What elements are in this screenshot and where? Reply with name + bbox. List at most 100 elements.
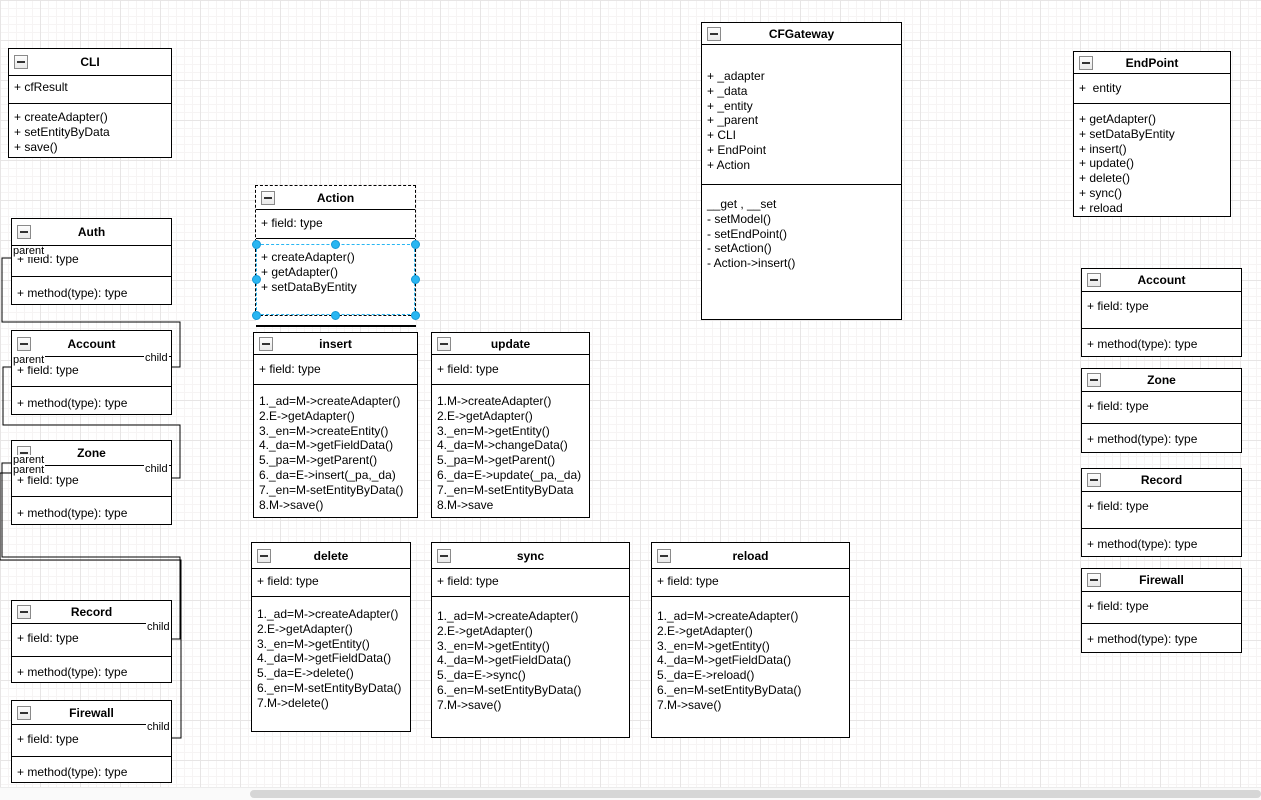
edge-label-parent[interactable]: parent [12, 245, 46, 257]
edge-label-child[interactable]: child [144, 352, 169, 364]
method-item[interactable]: + delete() [1079, 171, 1131, 186]
method-item[interactable]: 5._da=E->sync() [437, 668, 526, 683]
method-item[interactable]: + method(type): type [17, 765, 128, 779]
class-node-cfgateway[interactable]: CFGateway+ _adapter+ _data+ _entity+ _pa… [701, 22, 902, 320]
method-item[interactable]: + setDataByEntity [1079, 126, 1175, 141]
selection-handle[interactable] [410, 310, 420, 320]
method-item[interactable]: 2.E->getAdapter() [657, 623, 753, 638]
horizontal-scrollbar-thumb[interactable] [250, 790, 1261, 798]
edge-label-child[interactable]: child [144, 463, 169, 475]
method-item[interactable]: 2.E->getAdapter() [437, 408, 533, 423]
method-item[interactable]: 2.E->getAdapter() [257, 621, 353, 636]
class-node-zone-right[interactable]: Zone+ field: type+ method(type): type [1081, 368, 1242, 453]
method-item[interactable]: 8.M->save() [259, 497, 324, 512]
class-node-account-right[interactable]: Account+ field: type+ method(type): type [1081, 268, 1242, 357]
method-item[interactable]: 6._en=M-setEntityByData() [657, 682, 802, 697]
method-item[interactable]: 4._da=M->changeData() [437, 438, 568, 453]
method-item[interactable]: 7._en=M-setEntityByData() [259, 482, 404, 497]
method-item[interactable]: + setDataByEntity [261, 279, 357, 294]
collapse-minus-icon[interactable] [1087, 473, 1101, 487]
attribute-item[interactable]: + EndPoint [707, 142, 767, 157]
method-item[interactable]: 3._en=M->createEntity() [259, 423, 389, 438]
method-item[interactable]: 3._en=M->getEntity() [657, 638, 770, 653]
method-item[interactable]: 4._da=M->getFieldData() [657, 653, 792, 668]
collapse-minus-icon[interactable] [657, 548, 671, 563]
method-item[interactable]: 6._da=E->update(_pa,_da) [437, 467, 582, 482]
method-item[interactable]: 5._da=E->delete() [257, 666, 354, 681]
attribute-item[interactable]: + field: type [17, 252, 79, 266]
method-item[interactable]: 3._en=M->getEntity() [437, 423, 550, 438]
method-item[interactable]: 7.M->save() [657, 697, 722, 712]
class-node-account-left[interactable]: Account+ field: type+ method(type): type [11, 330, 172, 415]
attribute-item[interactable]: + entity [1079, 81, 1122, 95]
method-item[interactable]: + setEntityByData [14, 124, 110, 139]
method-item[interactable]: - setModel() [707, 211, 772, 226]
method-item[interactable]: + getAdapter() [1079, 112, 1157, 126]
collapse-minus-icon[interactable] [1087, 573, 1101, 587]
collapse-minus-icon[interactable] [257, 548, 271, 563]
method-item[interactable]: + update() [1079, 156, 1135, 171]
method-item[interactable]: + method(type): type [17, 665, 128, 679]
method-item[interactable]: - Action->insert() [707, 256, 796, 271]
edge-label-parent[interactable]: parent [12, 354, 46, 366]
method-item[interactable]: 8.M->save [437, 497, 494, 512]
collapse-minus-icon[interactable] [17, 336, 31, 351]
method-item[interactable]: - setEndPoint() [707, 226, 788, 241]
method-item[interactable]: 5._pa=M->getParent() [259, 453, 378, 468]
method-item[interactable]: 2.E->getAdapter() [437, 623, 533, 638]
attribute-item[interactable]: + field: type [1087, 399, 1149, 413]
attribute-item[interactable]: + field: type [657, 574, 719, 588]
attribute-item[interactable]: + _data [707, 83, 748, 98]
method-item[interactable]: 5._da=E->reload() [657, 668, 755, 683]
attribute-item[interactable]: + field: type [259, 362, 321, 376]
method-item[interactable]: + createAdapter() [261, 250, 355, 264]
method-item[interactable]: + method(type): type [1087, 432, 1198, 446]
collapse-minus-icon[interactable] [1079, 55, 1093, 70]
selection-handle[interactable] [331, 310, 340, 320]
edge-label-child[interactable]: child [146, 621, 171, 633]
attribute-item[interactable]: + Action [707, 157, 751, 172]
method-item[interactable]: + getAdapter() [261, 264, 339, 279]
class-node-auth[interactable]: Auth+ field: type+ method(type): type [11, 218, 172, 305]
method-item[interactable]: + insert() [1079, 141, 1127, 156]
class-node-zone-left[interactable]: Zone+ field: type+ method(type): type [11, 440, 172, 525]
method-item[interactable]: + method(type): type [1087, 632, 1198, 646]
edge-label-parent[interactable]: parent [12, 454, 46, 466]
method-item[interactable]: + method(type): type [1087, 337, 1198, 351]
selection-handle[interactable] [251, 310, 261, 320]
method-item[interactable]: + reload [1079, 200, 1123, 215]
method-item[interactable]: 3._en=M->getEntity() [437, 638, 550, 653]
method-item[interactable]: 1.M->createAdapter() [437, 394, 552, 408]
selection-handle[interactable] [410, 239, 420, 249]
method-item[interactable]: 4._da=M->getFieldData() [259, 438, 394, 453]
attribute-item[interactable]: + field: type [261, 216, 323, 230]
class-node-endpoint[interactable]: EndPoint+ entity+ getAdapter()+ setDataB… [1073, 51, 1231, 217]
attribute-item[interactable]: + field: type [257, 574, 319, 588]
method-item[interactable]: + method(type): type [17, 396, 128, 410]
attribute-item[interactable]: + field: type [1087, 499, 1149, 513]
class-node-cli[interactable]: CLI+ cfResult+ createAdapter()+ setEntit… [8, 48, 172, 158]
collapse-minus-icon[interactable] [17, 225, 31, 239]
edge-label-parent[interactable]: parent [12, 464, 46, 476]
edge-label-child[interactable]: child [146, 721, 171, 733]
method-item[interactable]: __get , __set [707, 197, 777, 211]
selection-handle[interactable] [410, 275, 420, 284]
method-item[interactable]: + createAdapter() [14, 110, 108, 124]
collapse-minus-icon[interactable] [259, 336, 273, 351]
class-node-firewall-right[interactable]: Firewall+ field: type+ method(type): typ… [1081, 568, 1242, 653]
class-node-record-left[interactable]: Record+ field: type+ method(type): type [11, 600, 172, 683]
collapse-minus-icon[interactable] [707, 26, 721, 41]
method-item[interactable]: 1._ad=M->createAdapter() [257, 607, 399, 621]
method-item[interactable]: 1._ad=M->createAdapter() [259, 394, 401, 408]
method-item[interactable]: + save() [14, 139, 58, 154]
attribute-item[interactable]: + field: type [17, 363, 79, 377]
method-item[interactable]: 4._da=M->getFieldData() [437, 653, 572, 668]
method-item[interactable]: 6._en=M-setEntityByData() [257, 680, 402, 695]
attribute-item[interactable]: + _entity [707, 98, 753, 113]
